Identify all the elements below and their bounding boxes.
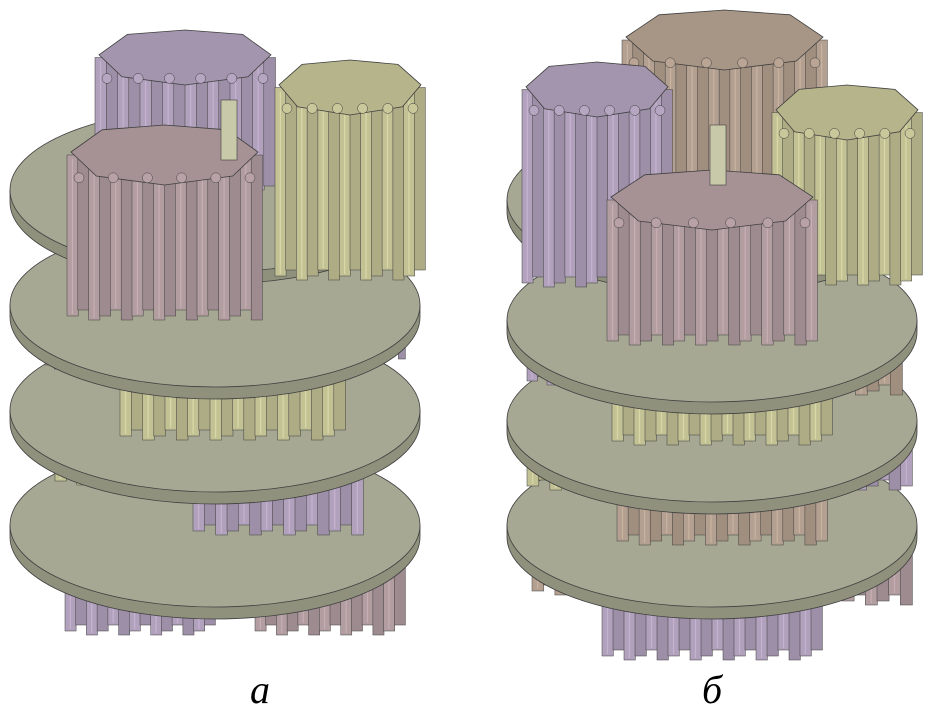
column-knob: [809, 57, 821, 69]
column-knob: [688, 217, 699, 229]
column-top-face: [525, 61, 669, 118]
column-knob: [803, 128, 815, 139]
column-knob: [164, 73, 175, 84]
column-top-face: [625, 9, 824, 71]
column-knob: [664, 57, 676, 69]
column-knob: [73, 172, 85, 184]
column-knob: [654, 105, 666, 116]
column-knob: [725, 217, 736, 229]
column-flute: [889, 112, 902, 286]
column-knob: [407, 103, 419, 114]
column-top-face: [278, 59, 422, 116]
column-knob: [528, 105, 540, 116]
column-knob: [613, 217, 625, 229]
column-knob: [226, 73, 238, 84]
column-knob: [306, 103, 318, 114]
panel-a-assembly: [9, 29, 426, 636]
column-knob: [382, 103, 394, 114]
column-flute: [414, 87, 426, 271]
column-flute: [328, 87, 340, 281]
column-flute: [575, 89, 587, 288]
column-knob: [101, 73, 113, 84]
column-knob: [579, 105, 590, 116]
column-flute: [868, 112, 880, 282]
central-rod: [220, 99, 238, 161]
column-knob: [332, 103, 343, 114]
column-knob: [701, 57, 712, 69]
column-knob: [762, 217, 774, 229]
column-knob: [737, 57, 748, 69]
caption-a: а: [250, 667, 270, 712]
column-knob: [829, 128, 840, 139]
top-column: [66, 124, 263, 321]
top-column: [274, 59, 426, 281]
column-knob: [210, 172, 222, 184]
column-knob: [629, 105, 641, 116]
column-knob: [176, 172, 187, 184]
column-flute: [392, 87, 405, 281]
column-flute: [250, 154, 263, 321]
column-flute: [911, 112, 923, 276]
column-flute: [596, 89, 609, 278]
column-knob: [904, 128, 916, 139]
column-knob: [879, 128, 891, 139]
column-top-face: [98, 29, 272, 86]
column-knob: [778, 128, 790, 139]
central-rod: [709, 124, 727, 186]
column-knob: [773, 57, 785, 69]
column-knob: [281, 103, 293, 114]
column-knob: [142, 172, 153, 184]
column-top-face: [775, 84, 919, 141]
column-flute: [532, 89, 545, 278]
column-knob: [650, 217, 662, 229]
top-column: [606, 169, 818, 346]
column-knob: [553, 105, 565, 116]
column-knob: [195, 73, 206, 84]
column-knob: [107, 172, 119, 184]
column-flute: [553, 89, 566, 284]
column-top-face: [70, 124, 259, 186]
column-flute: [371, 87, 383, 277]
column-flute: [306, 87, 319, 277]
column-knob: [244, 172, 256, 184]
column-knob: [799, 217, 811, 229]
panel-b-assembly: [506, 9, 923, 661]
column-knob: [132, 73, 144, 84]
column-knob: [604, 105, 615, 116]
caption-b: б: [701, 667, 723, 712]
column-top-face: [610, 169, 814, 231]
column-knob: [257, 73, 269, 84]
column-knob: [854, 128, 865, 139]
column-knob: [357, 103, 368, 114]
column-flute: [229, 154, 241, 317]
column-flute: [285, 87, 298, 271]
top-column: [94, 29, 276, 191]
